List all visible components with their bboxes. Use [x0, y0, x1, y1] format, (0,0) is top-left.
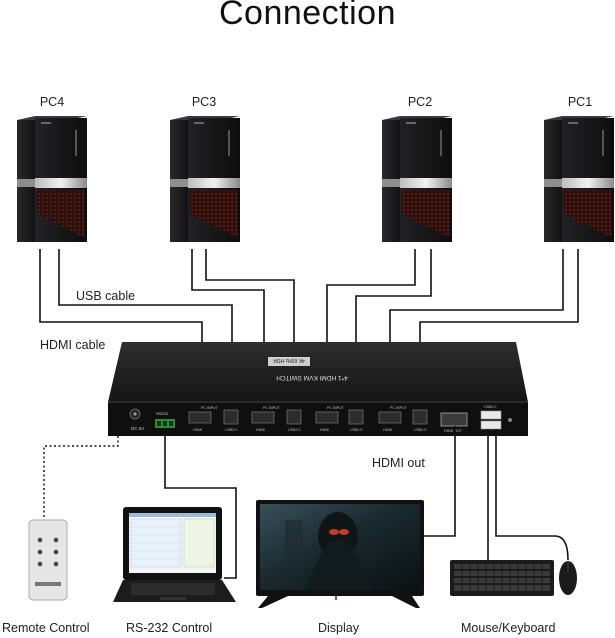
rs232-port-label: RS232: [156, 411, 169, 416]
usb-port-label-4: USB2.0: [414, 428, 426, 432]
mouse-cable: [495, 429, 569, 561]
dc-port-label: DC 5V: [131, 426, 144, 431]
hdmi-out-port-label: HDMI OUT: [444, 429, 463, 433]
hdmi-out-label: HDMI out: [372, 456, 425, 470]
remote-ir-line: [43, 436, 119, 520]
pc2-label: PC2: [407, 95, 433, 109]
remote-control: [28, 519, 68, 601]
hdmi-cable-label: HDMI cable: [40, 338, 106, 352]
mouse: [559, 561, 577, 595]
switch-model-text: 4*1 HDMI KVM SWITCH: [276, 374, 348, 381]
usb-port-label-2: USB2.0: [288, 428, 300, 432]
pc-input-label-2: PC INPUT: [263, 406, 281, 410]
pc1-label: PC1: [567, 95, 593, 109]
hdmi-out-cable: [424, 426, 456, 537]
hdmi-port-label-4: HDMI: [383, 428, 392, 432]
keyboard: [450, 560, 554, 596]
hdmi-port-label-1: HDMI: [193, 428, 202, 432]
pc1-tower: [544, 116, 614, 242]
rs232-control-label: RS-232 Control: [126, 621, 213, 635]
kvm-switch: 4*1 HDMI KVM SWITCH 4K 60Hz HDR DC 5V RS…: [108, 342, 528, 436]
usb-port-label-1: USB2.0: [225, 428, 237, 432]
pc4-label: PC4: [39, 95, 65, 109]
diagram-title: Connection: [218, 0, 396, 32]
display-label: Display: [318, 621, 359, 635]
keyboard-mouse-label: Mouse/Keyboard: [461, 621, 556, 635]
hdmi-port-label-3: HDMI: [320, 428, 329, 432]
rs232-cable: [164, 428, 237, 579]
pc3-label: PC3: [191, 95, 217, 109]
hdmi-port-label-2: HDMI: [256, 428, 265, 432]
usb-cable-label: USB cable: [76, 289, 136, 303]
remote-control-label: Remote Control: [2, 621, 90, 635]
display-monitor: [256, 500, 424, 608]
pc-input-label-3: PC INPUT: [327, 406, 345, 410]
laptop: [113, 507, 236, 602]
pc-input-label-1: PC INPUT: [201, 406, 219, 410]
pc4-tower: [17, 116, 87, 242]
pc-input-label-4: PC INPUT: [390, 406, 408, 410]
pc2-tower: [382, 116, 452, 242]
switch-badge-text: 4K 60Hz HDR: [273, 357, 305, 363]
usb-out-port-label: USB2.0: [484, 405, 496, 409]
pc3-tower: [170, 116, 240, 242]
usb-port-label-3: USB2.0: [350, 428, 362, 432]
